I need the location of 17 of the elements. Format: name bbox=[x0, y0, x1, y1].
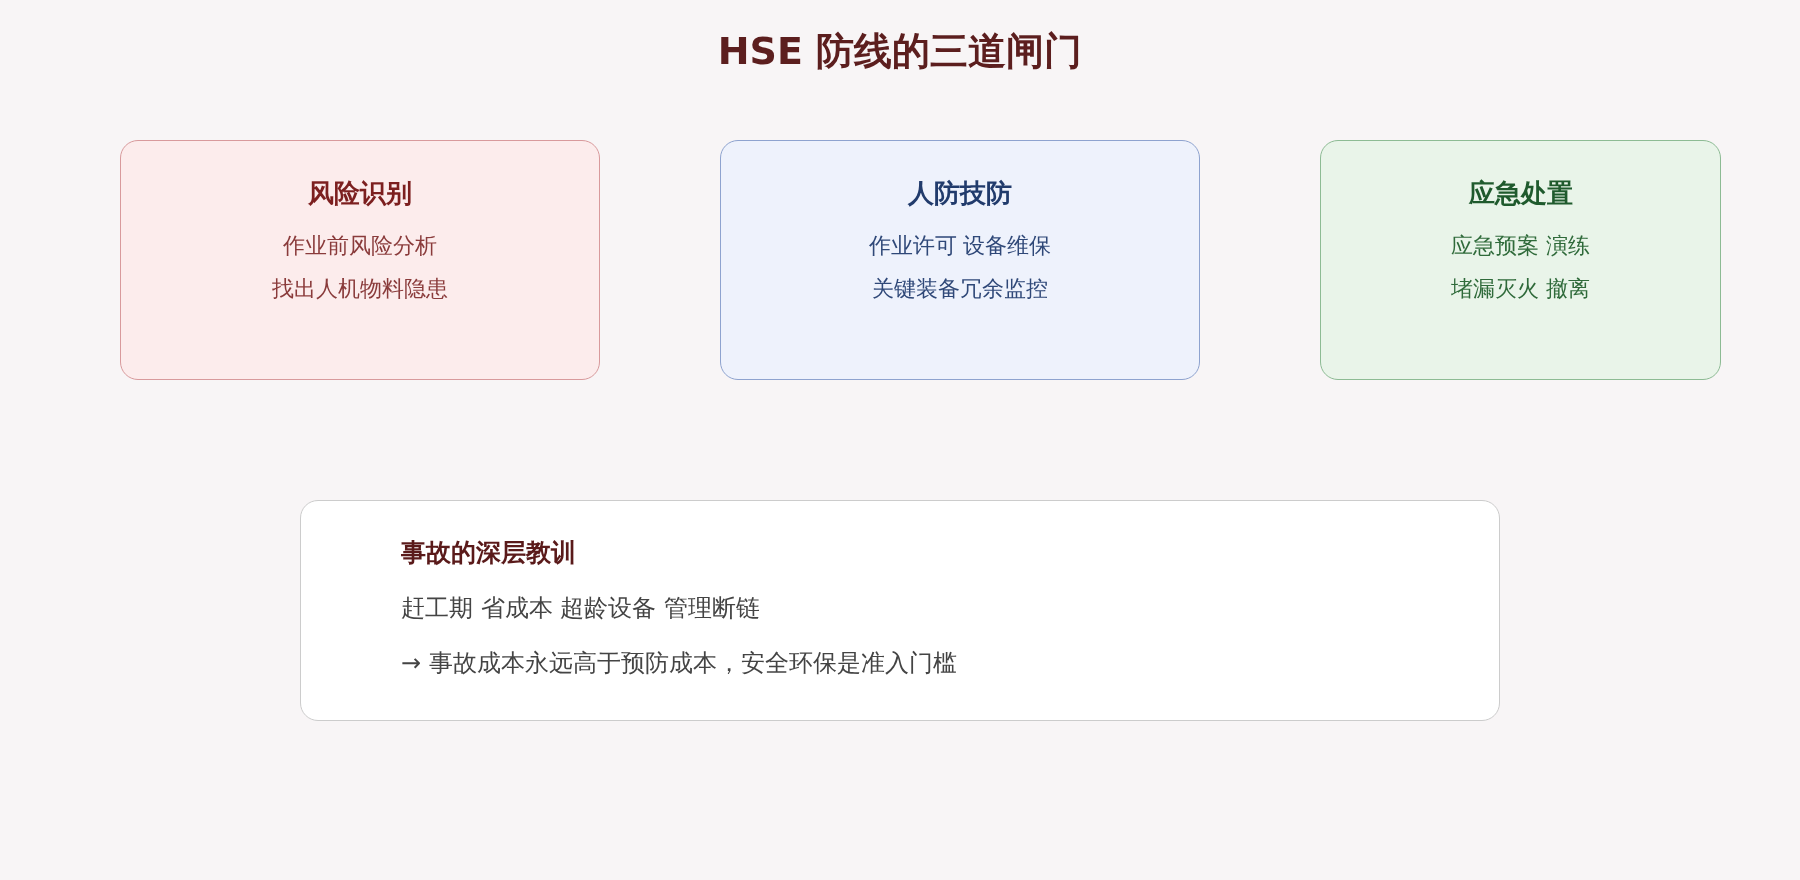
card-text: 找出人机物料隐患 bbox=[271, 275, 449, 303]
card-text: 作业前风险分析 bbox=[282, 232, 438, 260]
card-text: → 事故成本永远高于预防成本，安全环保是准入门槛 bbox=[401, 648, 957, 679]
card-heading: 事故的深层教训 bbox=[401, 537, 576, 569]
stage-card bbox=[720, 140, 1200, 380]
card-text: 赶工期 省成本 超龄设备 管理断链 bbox=[401, 593, 760, 624]
card-text: 关键装备冗余监控 bbox=[871, 275, 1049, 303]
card-heading: 风险识别 bbox=[307, 177, 413, 210]
stage-card bbox=[1320, 140, 1721, 380]
card-text: 应急预案 演练 bbox=[1450, 232, 1591, 260]
lesson-panel bbox=[300, 500, 1500, 721]
stage-card bbox=[120, 140, 600, 380]
diagram-title: HSE 防线的三道闸门 bbox=[716, 28, 1084, 75]
card-text: 堵漏灭火 撤离 bbox=[1450, 275, 1591, 303]
card-heading: 人防技防 bbox=[907, 177, 1013, 210]
card-heading: 应急处置 bbox=[1467, 177, 1574, 210]
card-text: 作业许可 设备维保 bbox=[867, 232, 1053, 260]
